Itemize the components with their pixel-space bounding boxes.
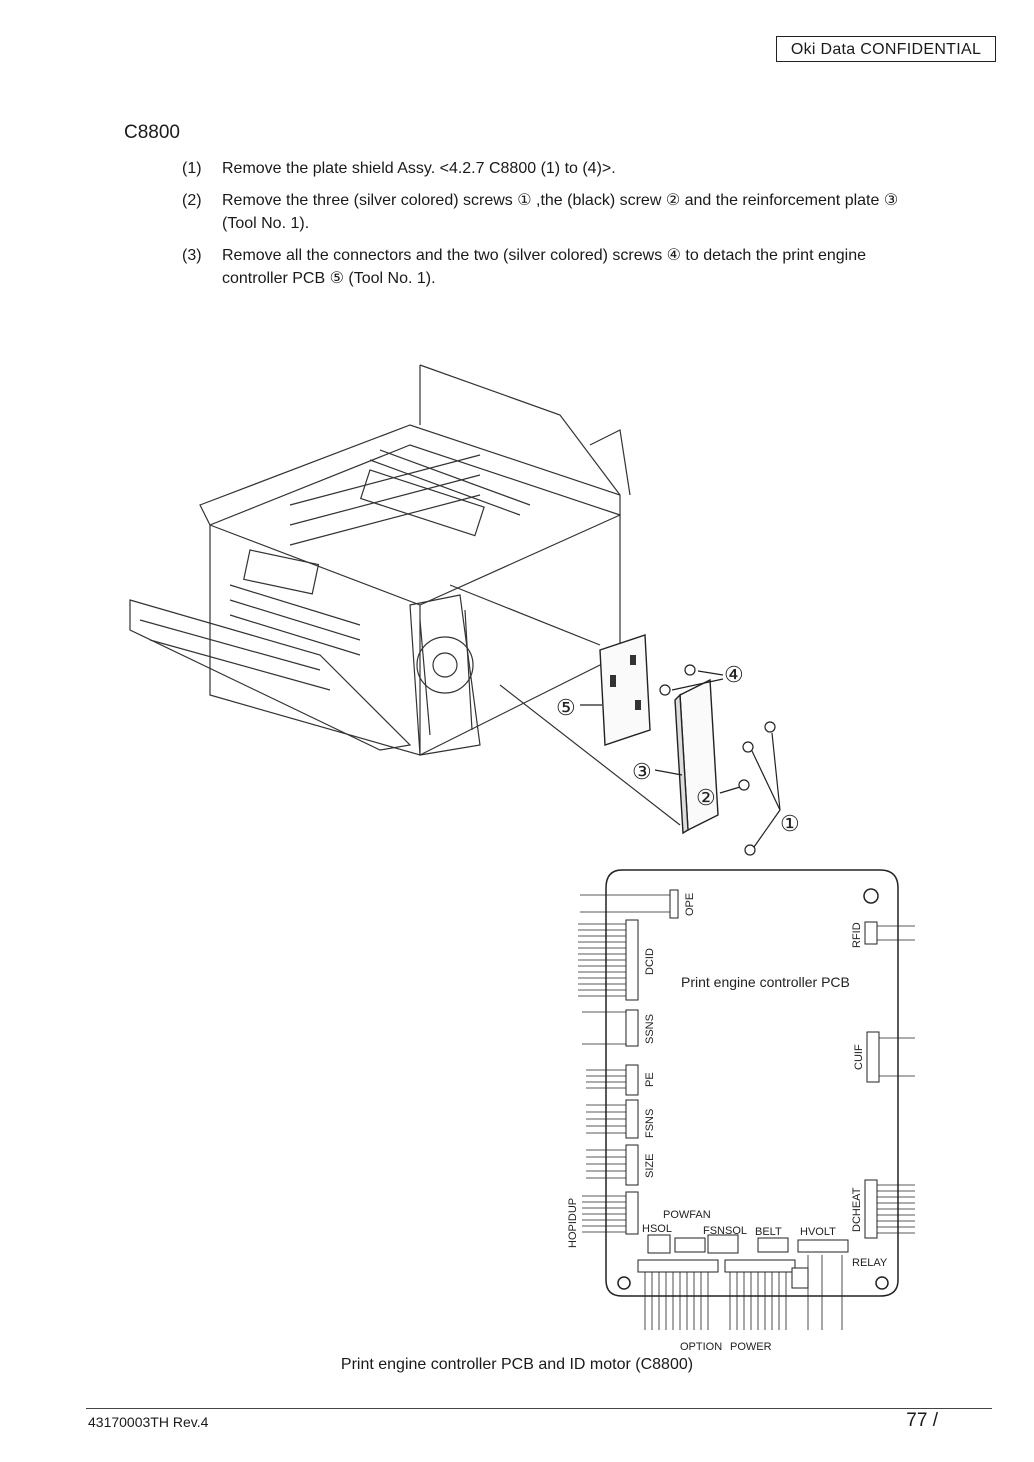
callout-5: ⑤ xyxy=(556,695,576,720)
pcb-layout-diagram: OPTION POWER HSOL POWFAN FSNSOL BELT HVO… xyxy=(567,869,915,1350)
label-fsns: FSNS xyxy=(644,1109,656,1138)
label-power: POWER xyxy=(730,1341,772,1350)
callout-4: ④ xyxy=(724,662,744,687)
document-id: 43170003TH Rev.4 xyxy=(88,1414,209,1430)
printer-exploded-drawing: ④ ⑤ ③ ② ① xyxy=(129,364,800,856)
callout-2: ② xyxy=(696,785,716,810)
label-dcheat: DCHEAT xyxy=(851,1187,863,1232)
step-number: (3) xyxy=(182,247,202,264)
label-cuif: CUIF xyxy=(853,1044,865,1070)
label-hopidup: HOPIDUP xyxy=(567,1198,579,1248)
label-fsnsol: FSNSOL xyxy=(703,1225,747,1237)
callout-3: ③ xyxy=(632,759,652,784)
pcb-title: Print engine controller PCB xyxy=(681,974,850,990)
step-number: (2) xyxy=(182,192,202,209)
label-belt: BELT xyxy=(755,1226,782,1238)
step-item: (1) Remove the plate shield Assy. <4.2.7… xyxy=(182,157,912,180)
section-title: C8800 xyxy=(124,122,180,143)
step-text: Remove the plate shield Assy. <4.2.7 C88… xyxy=(222,160,616,177)
step-text: Remove all the connectors and the two (s… xyxy=(222,247,866,287)
label-pe: PE xyxy=(644,1072,656,1087)
label-size: SIZE xyxy=(644,1154,656,1178)
page-number: 77 / xyxy=(906,1410,938,1431)
label-ope: OPE xyxy=(684,893,696,916)
label-powfan: POWFAN xyxy=(663,1209,711,1221)
label-rfid: RFID xyxy=(851,922,863,948)
label-option: OPTION xyxy=(680,1341,722,1350)
footer-divider xyxy=(86,1408,992,1409)
callout-1: ① xyxy=(780,811,800,836)
label-hvolt: HVOLT xyxy=(800,1226,836,1238)
label-relay: RELAY xyxy=(852,1257,888,1269)
label-hsol: HSOL xyxy=(642,1223,672,1235)
step-number: (1) xyxy=(182,160,202,177)
step-item: (3) Remove all the connectors and the tw… xyxy=(182,244,912,290)
step-item: (2) Remove the three (silver colored) sc… xyxy=(182,189,912,235)
figure-caption: Print engine controller PCB and ID motor… xyxy=(340,1356,694,1373)
step-list: (1) Remove the plate shield Assy. <4.2.7… xyxy=(182,157,912,299)
label-ssns: SSNS xyxy=(644,1014,656,1044)
confidential-label: Oki Data CONFIDENTIAL xyxy=(776,36,996,62)
step-text: Remove the three (silver colored) screws… xyxy=(222,192,899,232)
label-dcid: DCID xyxy=(644,948,656,975)
